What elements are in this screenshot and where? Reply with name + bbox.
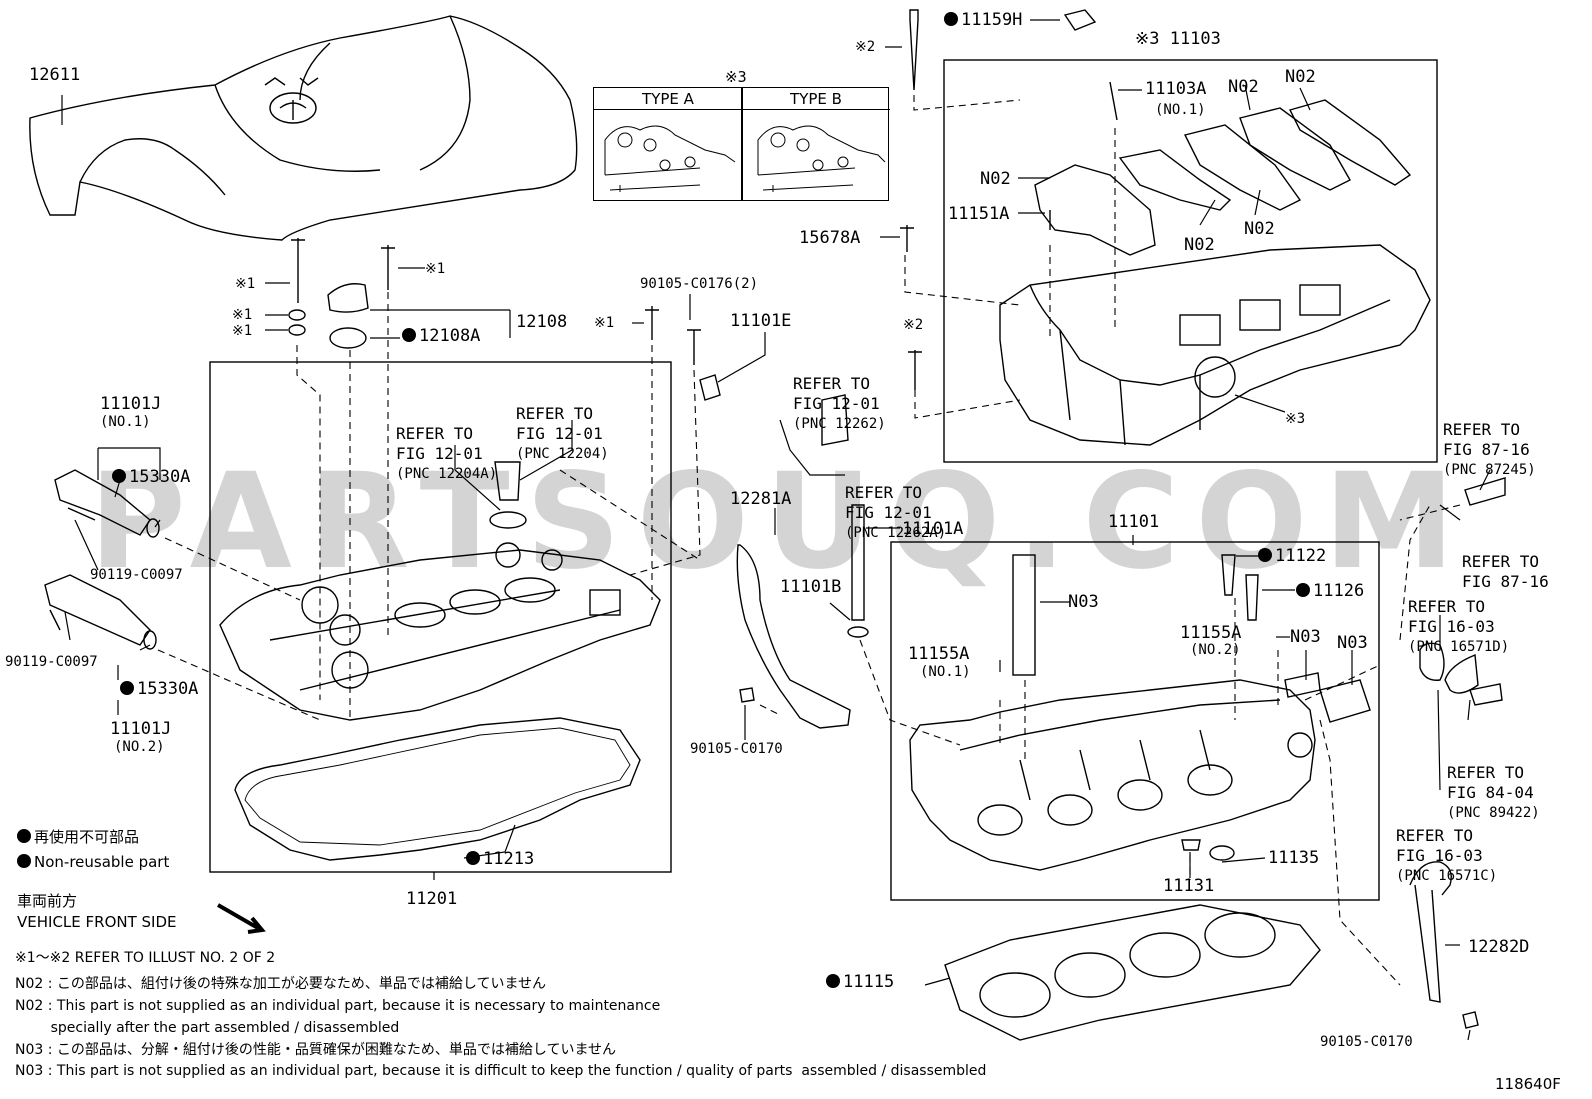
part-11103[interactable]: ※3 11103 bbox=[1135, 29, 1221, 49]
part-11126[interactable]: 11126 bbox=[1296, 582, 1364, 600]
part-12281A[interactable]: 12281A bbox=[730, 489, 792, 509]
part-11101E[interactable]: 11101E bbox=[730, 311, 792, 331]
part-90105-C0170-a[interactable]: 90105-C0170 bbox=[690, 741, 783, 757]
legend-front-en: VEHICLE FRONT SIDE bbox=[17, 913, 177, 931]
part-90105-C0170-b[interactable]: 90105-C0170 bbox=[1320, 1034, 1413, 1050]
part-11155A-1[interactable]: 11155A bbox=[908, 644, 970, 664]
type-box-divider bbox=[741, 88, 743, 200]
type-a-header: TYPE A bbox=[594, 88, 742, 110]
note-n02-a[interactable]: N02 bbox=[1228, 77, 1259, 97]
note-n03-b[interactable]: N03 bbox=[1290, 627, 1321, 647]
part-90105-C0176[interactable]: 90105-C0176(2) bbox=[640, 276, 759, 292]
part-90119-C0097-b[interactable]: 90119-C0097 bbox=[5, 654, 98, 670]
footnote-5: N03 : この部品は、分解・組付け後の性能・品質確保が困難なため、単品では補給… bbox=[15, 1042, 617, 1058]
legend-front-jp: 車両前方 bbox=[17, 892, 78, 910]
part-11115[interactable]: 11115 bbox=[826, 973, 894, 991]
footnote-3: N02 : This part is not supplied as an in… bbox=[15, 998, 661, 1014]
ref-mark-x2-mid: ※2 bbox=[903, 317, 924, 333]
part-11101J-2[interactable]: 11101J bbox=[110, 719, 172, 739]
part-15330A-1[interactable]: 15330A bbox=[112, 468, 190, 486]
part-11135[interactable]: 11135 bbox=[1268, 848, 1320, 868]
ref-mark-x1-a: ※1 bbox=[235, 276, 256, 292]
ref-mark-x1-d: ※1 bbox=[425, 261, 446, 277]
diagram-id: 118640F bbox=[1495, 1075, 1561, 1093]
part-11101B[interactable]: 11101B bbox=[780, 577, 842, 597]
footnote-1: ※1～※2 REFER TO ILLUST NO. 2 OF 2 bbox=[15, 950, 276, 966]
legend-nonreusable-jp: 再使用不可部品 bbox=[17, 826, 139, 848]
ref-mark-x2-top: ※2 bbox=[855, 39, 876, 55]
legend-nonreusable-en: Non-reusable part bbox=[17, 851, 169, 873]
part-11103A[interactable]: 11103A bbox=[1145, 79, 1207, 99]
note-n03-a[interactable]: N03 bbox=[1068, 592, 1099, 612]
part-11159H bbox=[1063, 9, 1097, 31]
note-n03-c[interactable]: N03 bbox=[1337, 633, 1368, 653]
part-11213[interactable]: 11213 bbox=[466, 850, 534, 868]
ref-mark-x3-head: ※3 bbox=[1285, 411, 1306, 427]
note-n02-d[interactable]: N02 bbox=[1184, 235, 1215, 255]
part-11131[interactable]: 11131 bbox=[1163, 876, 1215, 896]
part-15678A[interactable]: 15678A bbox=[799, 228, 861, 248]
watermark: PARTSOUQ.COM bbox=[89, 445, 1471, 599]
ref-mark-x1-e: ※1 bbox=[594, 315, 615, 331]
bolt-top bbox=[909, 9, 919, 91]
head-gasket-drawing bbox=[944, 904, 1321, 1041]
part-11103A-note: (NO.1) bbox=[1155, 102, 1206, 118]
part-15330A-2[interactable]: 15330A bbox=[120, 680, 198, 698]
type-sketches bbox=[604, 125, 886, 192]
part-12282D[interactable]: 12282D bbox=[1468, 937, 1530, 957]
ref-mark-x1-b: ※1 bbox=[232, 307, 253, 323]
part-11159H[interactable]: 11159H bbox=[944, 11, 1022, 29]
part-11155A-2-note: (NO.2) bbox=[1190, 642, 1241, 658]
part-12108[interactable]: 12108 bbox=[516, 312, 568, 332]
part-90119-C0097-a[interactable]: 90119-C0097 bbox=[90, 567, 183, 583]
cylinder-head-drawing bbox=[909, 679, 1316, 871]
ref-mark-x1-c: ※1 bbox=[232, 323, 253, 339]
footnote-4: specially after the part assembled / dis… bbox=[15, 1020, 400, 1036]
footnote-6: N03 : This part is not supplied as an in… bbox=[15, 1063, 987, 1079]
part-11151A[interactable]: 11151A bbox=[948, 204, 1010, 224]
note-n02-c[interactable]: N02 bbox=[980, 169, 1011, 189]
part-11155A-2[interactable]: 11155A bbox=[1180, 623, 1242, 643]
type-b-header: TYPE B bbox=[742, 88, 890, 110]
head-cover-drawing bbox=[219, 542, 661, 721]
note-n02-e[interactable]: N02 bbox=[1244, 219, 1275, 239]
part-12611[interactable]: 12611 bbox=[29, 65, 81, 85]
part-11101[interactable]: 11101 bbox=[1108, 512, 1160, 532]
engine-cover-drawing bbox=[29, 15, 578, 241]
part-11201[interactable]: 11201 bbox=[406, 889, 458, 909]
part-12108A[interactable]: 12108A bbox=[402, 327, 480, 345]
footnote-2: N02 : この部品は、組付け後の特殊な加工が必要なため、単品では補給していませ… bbox=[15, 976, 547, 992]
part-11122[interactable]: 11122 bbox=[1258, 547, 1326, 565]
part-11101J-1-note: (NO.1) bbox=[100, 414, 151, 430]
note-n02-b[interactable]: N02 bbox=[1285, 67, 1316, 87]
cam-housing-drawing bbox=[999, 81, 1431, 446]
part-11101J-1[interactable]: 11101J bbox=[100, 394, 162, 414]
part-11101J-2-note: (NO.2) bbox=[114, 739, 165, 755]
part-11155A-1-note: (NO.1) bbox=[920, 664, 971, 680]
type-box: TYPE A TYPE B bbox=[593, 87, 890, 201]
part-11101A[interactable]: 11101A bbox=[902, 519, 964, 539]
type-box-mark: ※3 bbox=[725, 68, 747, 86]
